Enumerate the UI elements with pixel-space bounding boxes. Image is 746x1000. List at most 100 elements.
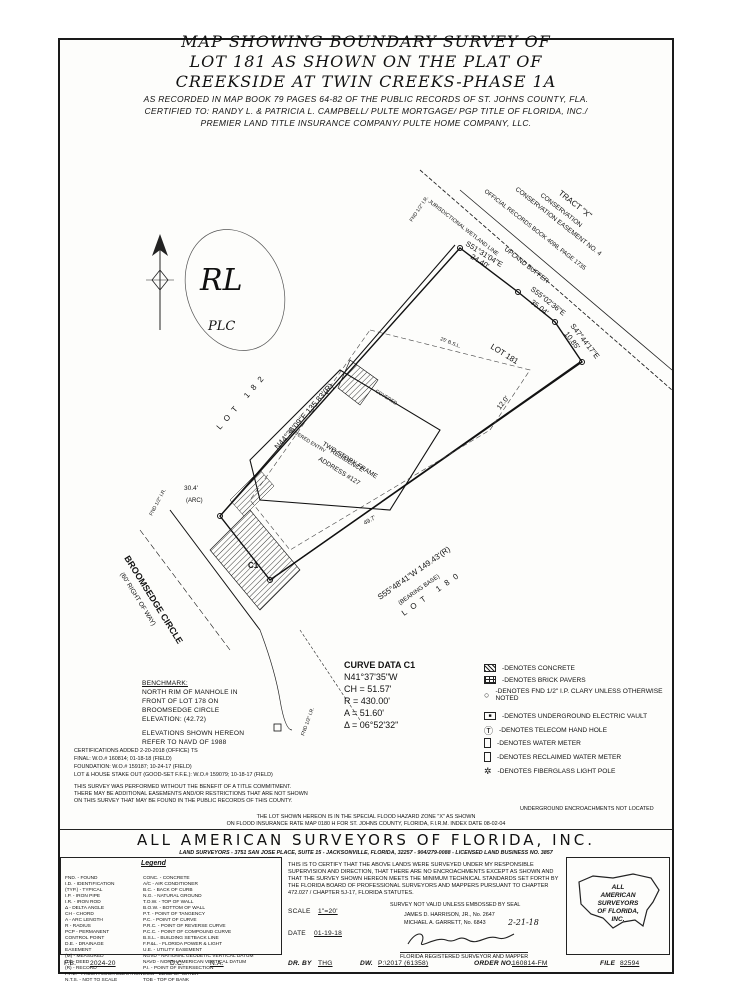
- abbr-item: CONC. - CONCRETE: [143, 876, 190, 881]
- recorded-line: AS RECORDED IN MAP BOOK 79 PAGES 64-82 O…: [143, 94, 589, 104]
- note-line-1: THIS SURVEY WAS PERFORMED WITHOUT THE BE…: [74, 784, 292, 790]
- file-label: FILE: [600, 960, 616, 967]
- lot-181-boundary: [219, 247, 583, 581]
- curve-a: A = 51.60': [344, 708, 385, 718]
- signature-icon: [407, 933, 515, 946]
- company-name: ALL AMERICAN SURVEYORS OF FLORIDA, INC.: [137, 831, 595, 849]
- logo-line-1: ALL: [611, 884, 625, 891]
- legend-pavers: -DENOTES BRICK PAVERS: [484, 676, 586, 684]
- legend-label: -DENOTES TELECOM HAND HOLE: [499, 727, 607, 734]
- abbr-item: P.T. - POINT OF TANGENCY: [143, 912, 206, 917]
- dwg-label: DW.: [360, 960, 373, 967]
- setback-line: [249, 329, 531, 551]
- concrete-symbol-icon: [484, 664, 496, 672]
- scale-value: 1"=20': [318, 908, 338, 915]
- legend-label: -DENOTES UNDERGROUND ELECTRIC VAULT: [502, 712, 648, 720]
- abbr-item: CONTROL POINT: [65, 936, 105, 941]
- abbr-item: P.C. - POINT OF CURVE: [143, 918, 197, 923]
- fnd-label-3: FND 1/2" I.R.: [300, 707, 316, 737]
- flood-line-1: THE LOT SHOWN HEREON IS IN THE SPECIAL F…: [256, 814, 476, 820]
- benchmark-heading: BENCHMARK:: [142, 680, 188, 687]
- scale-label: SCALE: [288, 908, 311, 915]
- lot-180-line: [269, 361, 581, 581]
- abbr-item: A/C - AIR CONDITIONER: [143, 882, 198, 887]
- curve-chord-bearing: N41°37'35"W: [344, 672, 398, 682]
- benchmark-line-3: BROOMSEDGE CIRCLE: [142, 707, 220, 714]
- abbr-item: PCP - PERMANENT: [65, 930, 110, 935]
- seal-note: SURVEY NOT VALID UNLESS EMBOSSED BY SEAL: [390, 902, 521, 908]
- corner-marker: [579, 359, 585, 365]
- initials-circle: [184, 229, 286, 351]
- corner-marker: [515, 289, 521, 295]
- vault-icon: ■: [484, 712, 496, 720]
- title-block: [60, 829, 672, 972]
- street-name: BROOMSEDGE CIRCLE: [122, 554, 185, 646]
- lot-181-label: LOT 181: [489, 342, 521, 366]
- abbr-item: (R) - RECORD: [65, 966, 97, 971]
- curve-ch: CH = 51.57': [344, 684, 392, 694]
- dc-label: D.C.: [170, 960, 184, 967]
- company-logo: ALL AMERICAN SURVEYORS OF FLORIDA, INC.: [566, 857, 670, 955]
- curve-heading: CURVE DATA C1: [344, 660, 416, 670]
- abbr-item: NAVD - NORTH AMERICAN VERTICAL DATUM: [143, 960, 247, 965]
- abbr-item: TOB - TOP OF BANK: [143, 978, 190, 983]
- wetland-line: [419, 169, 672, 391]
- handwritten-initials: RL: [199, 263, 243, 298]
- certified-line-2: PREMIER LAND TITLE INSURANCE COMPANY/ PU…: [200, 118, 532, 128]
- corner-marker: [267, 577, 273, 583]
- survey-sheet: MAP SHOWING BOUNDARY SURVEY OF LOT 181 A…: [58, 32, 674, 983]
- legend-vault: ■ -DENOTES UNDERGROUND ELECTRIC VAULT: [484, 712, 647, 720]
- arc-label: (ARC): [186, 498, 203, 504]
- abbr-item: F.F.E. - FINISH FLOOR ELEVATION: [65, 972, 143, 977]
- north-arrow-icon: [146, 234, 174, 330]
- abbreviations-col-1: FND. - FOUND I.D. - IDENTIFICATION (TYP.…: [65, 876, 142, 984]
- abbr-item: Δ - DELTA ANGLE: [65, 906, 105, 911]
- order-value: 160814-FM: [512, 960, 548, 967]
- abbr-item: FND. - FOUND: [65, 876, 98, 881]
- abbr-item: CH - CHORD: [65, 912, 94, 917]
- logo-line-5: INC.: [611, 916, 625, 923]
- light-pole-icon: ✲: [484, 766, 492, 776]
- date-value: 01-19-18: [314, 930, 342, 937]
- legend-label: -DENOTES RECLAIMED WATER METER: [497, 753, 622, 761]
- abbr-item: (TYP.) - TYPICAL: [65, 888, 103, 893]
- legend-telecom: Ⓣ -DENOTES TELECOM HAND HOLE: [484, 724, 607, 737]
- telecom-icon: Ⓣ: [484, 726, 494, 736]
- drawn-by-label: DR. BY: [288, 960, 312, 967]
- abbreviations-col-2: CONC. - CONCRETE A/C - AIR CONDITIONER B…: [143, 876, 254, 984]
- cert-line-4: LOT & HOUSE STAKE OUT (GOOD-SET F.F.E.):…: [74, 772, 273, 778]
- abbreviations-box: Legend FND. - FOUND I.D. - IDENTIFICATIO…: [60, 857, 282, 983]
- abbr-item: F.P.&L. - FLORIDA POWER & LIGHT: [143, 942, 223, 947]
- legend-label: -DENOTES WATER METER: [497, 739, 581, 747]
- elevations-line-2: REFER TO NAVD OF 1988: [142, 739, 227, 746]
- fb-value: 2024-20: [90, 960, 116, 967]
- abbr-item: I.R. - IRON ROD: [65, 900, 101, 905]
- file-value: 82594: [620, 960, 640, 967]
- abbr-item: B.O.W. - BOTTOM OF WALL: [143, 906, 206, 911]
- note-line-2: THERE MAY BE ADDITIONAL EASEMENTS AND/OR…: [74, 791, 308, 797]
- utility-line-2: [299, 629, 361, 721]
- abbr-item: B.C. - BACK OF CURB: [143, 888, 193, 893]
- fnd-label-1: FND 1/2" I.R.: [409, 195, 431, 223]
- abbr-item: I.P. - IRON PIPE: [65, 894, 101, 899]
- pavers-symbol-icon: [484, 676, 496, 684]
- abbr-item: T.O.W. - TOP OF WALL: [143, 900, 194, 905]
- elevations-line-1: ELEVATIONS SHOWN HEREON: [142, 730, 245, 737]
- company-address: LAND SURVEYORS - 3751 SAN JOSE PLACE, SU…: [179, 850, 553, 856]
- abbr-item: N.T.S. - NOT TO SCALE: [65, 978, 118, 983]
- cert-line-2: FINAL: W.O.# 160814; 01-18-18 (FIELD): [74, 756, 172, 762]
- cert-line-1: CERTIFICATIONS ADDED 2-20-2018 (OFFICE) …: [74, 748, 198, 754]
- handwritten-initials-2: PLC: [207, 319, 235, 334]
- abbr-item: D.E. - DRAINAGE: [65, 942, 104, 947]
- logo-line-2: AMERICAN: [600, 892, 636, 899]
- order-label: ORDER NO.: [474, 960, 514, 967]
- sign-date: 2-21-18: [508, 918, 539, 927]
- abbr-item: EASEMENT: [65, 948, 92, 953]
- legend-concrete: -DENOTES CONCRETE: [484, 664, 575, 672]
- abbr-item: P.R.C. - POINT OF REVERSE CURVE: [143, 924, 226, 929]
- dim-49: 49.7': [363, 515, 377, 527]
- abbr-item: NGVD - NATIONAL GEODETIC VERTICAL DATUM: [143, 954, 254, 959]
- benchmark-line-4: ELEVATION: (42.72): [142, 716, 207, 723]
- underground-note: UNDERGROUND ENCROACHMENTS NOT LOCATED: [520, 806, 654, 812]
- reclaimed-meter-icon: [484, 752, 491, 762]
